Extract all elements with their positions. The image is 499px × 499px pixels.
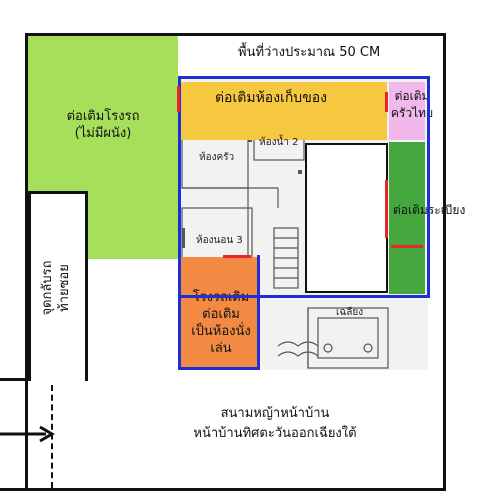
- storage-extension-zone: [181, 82, 387, 140]
- gate-line: [51, 385, 53, 488]
- red-marker-2: [385, 92, 388, 112]
- thai-kitchen-zone: [389, 82, 425, 140]
- house-outline-upper: [178, 76, 430, 298]
- main-room-zone: [305, 143, 388, 293]
- red-marker-3: [385, 180, 388, 238]
- house-outline-lower: [178, 255, 260, 370]
- storage-extension-label: ต่อเติมห้องเก็บของ: [214, 90, 328, 106]
- side-road: [28, 191, 88, 381]
- red-marker-1: [177, 86, 180, 112]
- porch-extension-zone: [389, 142, 425, 294]
- front-lawn-label: สนามหญ้าหน้าบ้าน หน้าบ้านทิศตะวันออกเฉีย…: [193, 406, 357, 441]
- thai-kitchen-label: ต่อเติม ครัวไทย: [390, 89, 434, 120]
- parking-label: จุดกลับรถ ท้ายซอย: [40, 260, 72, 316]
- red-marker-4: [223, 255, 251, 258]
- room-bath2: ห้องน้ำ 2: [259, 137, 299, 148]
- setback-note: พื้นที่ว่างประมาณ 50 CM: [238, 45, 381, 60]
- room-balcony: เฉลียง: [336, 307, 364, 318]
- left-road-edge: [0, 488, 28, 491]
- lot-boundary: [25, 33, 446, 491]
- room-kitchen: ห้องครัว: [199, 152, 235, 163]
- left-lower-wall: [0, 378, 31, 381]
- garage-extension-label: ต่อเติมโรงรถ (ไม่มีผนัง): [66, 109, 140, 141]
- old-garage-zone: [181, 257, 257, 367]
- room-bedroom3: ห้องนอน 3: [196, 235, 243, 246]
- red-marker-5: [391, 245, 423, 248]
